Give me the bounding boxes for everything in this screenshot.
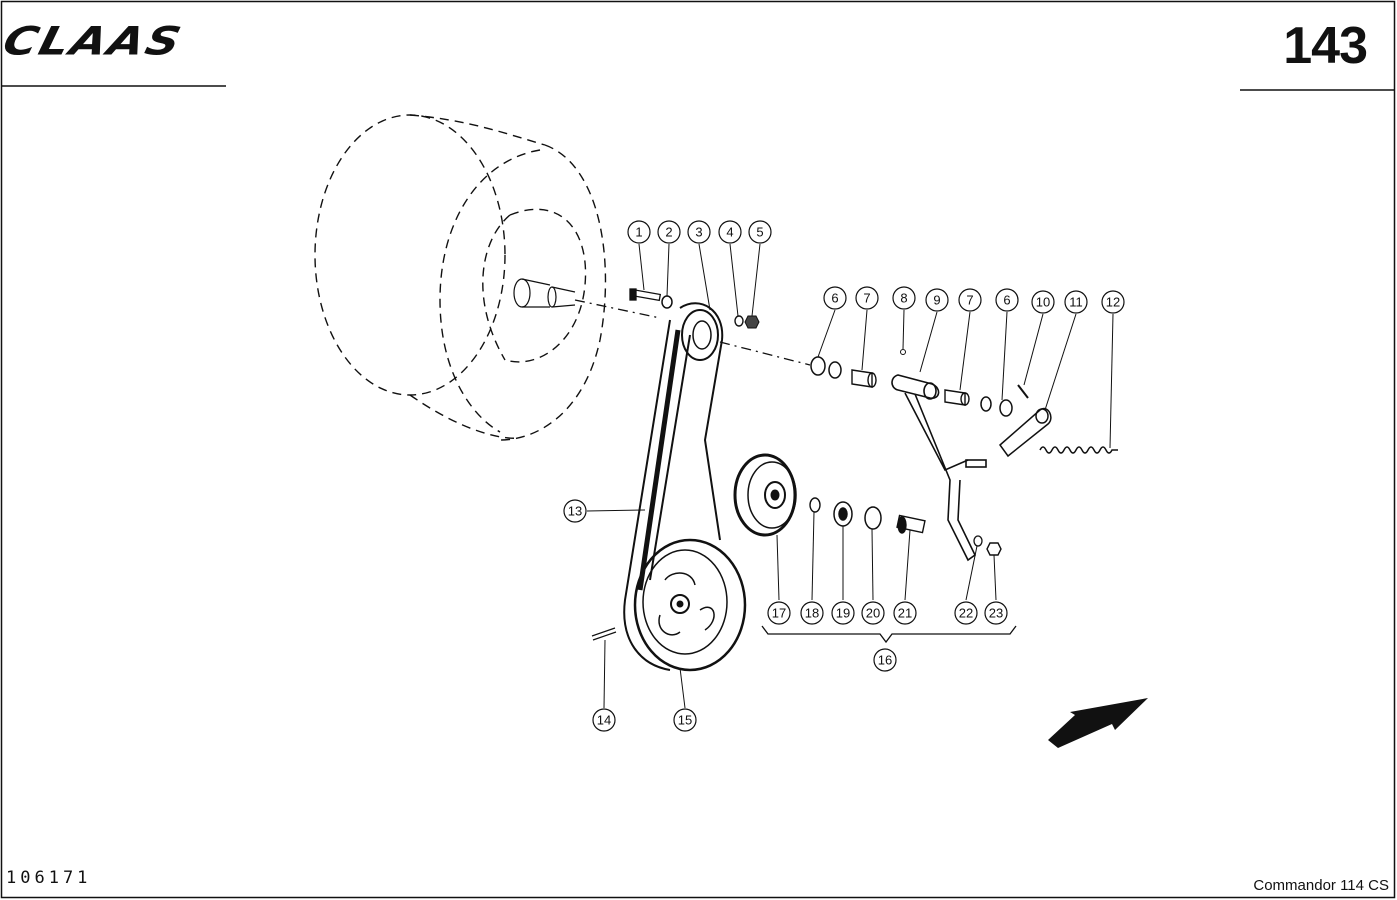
washer-4 — [734, 315, 744, 327]
circlip-18 — [809, 497, 821, 513]
callout-circle-16 — [873, 648, 897, 672]
grease-nipple-8 — [900, 349, 906, 355]
model-name: Commandor 114 CS — [1253, 877, 1389, 894]
callout-circle-14 — [592, 708, 616, 732]
washer-6b — [828, 361, 842, 379]
washer-22 — [973, 535, 983, 547]
callout-circle-12 — [1101, 290, 1125, 314]
nut-5 — [744, 315, 760, 329]
callout-circle-13 — [563, 499, 587, 523]
callout-label-16: 16 — [878, 653, 892, 668]
page-number: 143 — [1283, 17, 1368, 75]
spring-12 — [1039, 446, 1118, 454]
callout-circle-20 — [861, 601, 885, 625]
callout-label-7: 7 — [966, 293, 973, 308]
callout-circle-9 — [925, 288, 949, 312]
axis-line — [574, 299, 811, 366]
callout-label-1: 1 — [635, 225, 642, 240]
callout-label-8: 8 — [900, 291, 907, 306]
callout-circle-6 — [995, 288, 1019, 312]
callout-label-4: 4 — [726, 225, 733, 240]
callout-label-14: 14 — [597, 713, 611, 728]
lever-11 — [998, 384, 1052, 458]
washer-6d — [999, 399, 1013, 417]
shaft-stub — [513, 278, 576, 308]
callout-circle-8 — [892, 286, 916, 310]
stud-21 — [896, 514, 926, 534]
bolt-1 — [629, 288, 662, 302]
bushing-7a — [851, 369, 877, 388]
group-bracket-16 — [761, 625, 1017, 644]
callout-circle-5 — [748, 220, 772, 244]
ring-20 — [864, 506, 882, 530]
callout-label-20: 20 — [866, 606, 880, 621]
callout-label-17: 17 — [772, 606, 786, 621]
callout-label-15: 15 — [678, 713, 692, 728]
washer-6a — [810, 356, 826, 376]
callout-label-18: 18 — [805, 606, 819, 621]
callout-circle-7 — [855, 286, 879, 310]
callout-circle-23 — [984, 601, 1008, 625]
callout-circle-1 — [627, 220, 651, 244]
callout-label-12: 12 — [1106, 295, 1120, 310]
callout-label-21: 21 — [898, 606, 912, 621]
callout-label-23: 23 — [989, 606, 1003, 621]
callout-circle-10 — [1031, 290, 1055, 314]
callout-label-7: 7 — [863, 291, 870, 306]
callout-label-2: 2 — [665, 225, 672, 240]
callout-circle-11 — [1064, 290, 1088, 314]
callout-circle-3 — [687, 220, 711, 244]
callout-label-10: 10 — [1036, 295, 1050, 310]
callout-circle-18 — [800, 601, 824, 625]
callout-label-22: 22 — [959, 606, 973, 621]
bushing-7b — [944, 389, 970, 406]
v-belt-13 — [623, 302, 724, 671]
callout-circle-7 — [958, 288, 982, 312]
arm-9 — [891, 374, 987, 562]
callout-label-5: 5 — [756, 225, 763, 240]
callout-circle-2 — [657, 220, 681, 244]
callout-circle-19 — [831, 601, 855, 625]
callout-label-3: 3 — [695, 225, 702, 240]
callout-circle-17 — [767, 601, 791, 625]
washer-6c — [980, 396, 992, 412]
leader-lines — [586, 243, 1114, 709]
callout-circle-6 — [823, 286, 847, 310]
drum-outline — [314, 114, 607, 441]
callout-circle-4 — [718, 220, 742, 244]
callout-label-6: 6 — [831, 291, 838, 306]
callout-label-13: 13 — [568, 504, 582, 519]
callout-label-11: 11 — [1069, 295, 1083, 310]
document-number: 106171 — [6, 868, 92, 888]
callout-circle-21 — [893, 601, 917, 625]
callout-label-6: 6 — [1003, 293, 1010, 308]
callout-circle-15 — [673, 708, 697, 732]
pulley-15 — [633, 538, 747, 672]
bearing-19 — [833, 501, 853, 527]
brand-logo: CLAAS — [0, 18, 188, 64]
callout-circle-22 — [954, 601, 978, 625]
tension-pulley-17 — [733, 453, 797, 537]
direction-arrow — [1048, 698, 1148, 748]
callout-label-19: 19 — [836, 606, 850, 621]
pin-14 — [591, 627, 617, 641]
nut-23 — [986, 542, 1002, 556]
washer-2 — [661, 295, 673, 309]
callout-label-9: 9 — [933, 293, 940, 308]
